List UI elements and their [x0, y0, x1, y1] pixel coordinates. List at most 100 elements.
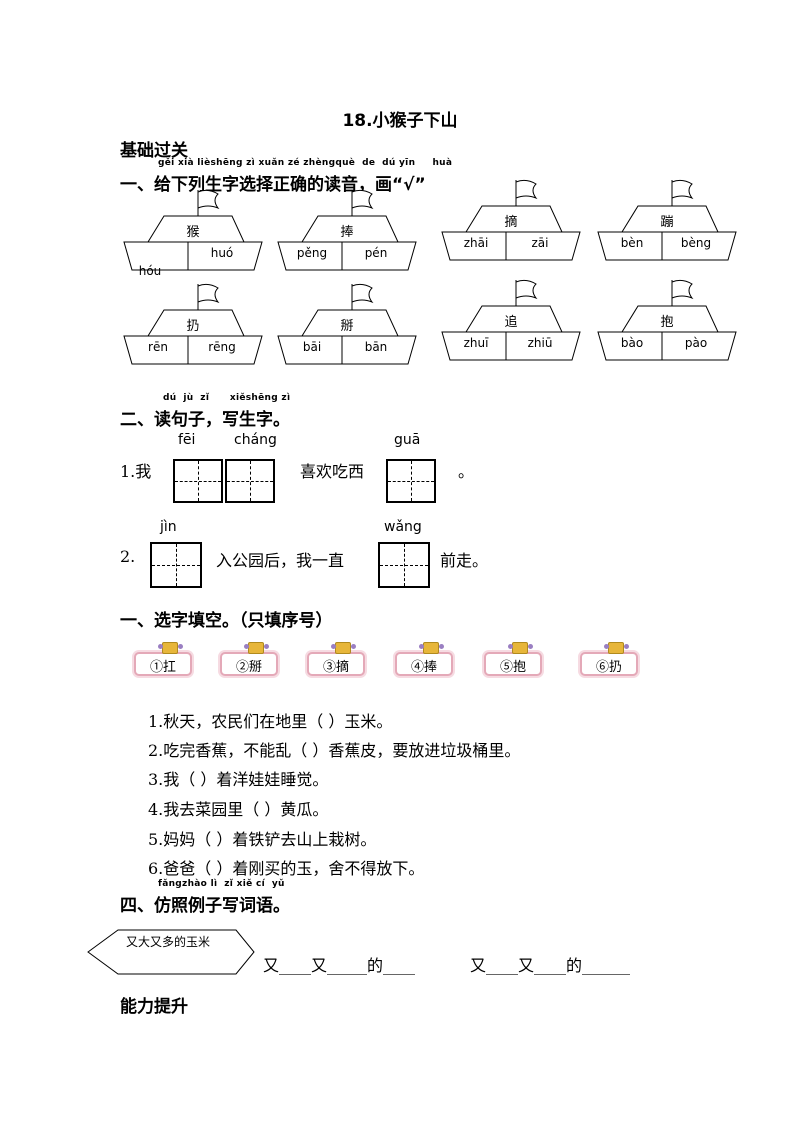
q4-pinyin: fǎngzhào lì zǐ xiě cí yǔ — [158, 879, 285, 889]
pinyin-option-a[interactable]: zhāi — [463, 236, 489, 250]
pinyin-gua: guā — [394, 432, 421, 448]
flag-icon — [123, 189, 263, 271]
q2-heading: 二、读句子，写生字。 — [120, 410, 290, 430]
write-box-wang[interactable] — [378, 542, 430, 588]
ornament-dot — [439, 644, 444, 649]
write-box-chang[interactable] — [225, 459, 275, 503]
boat-char: 蹦 — [660, 215, 674, 230]
flag-icon — [597, 279, 737, 361]
boat-char: 抱 — [660, 315, 674, 330]
ornament-dot — [331, 644, 336, 649]
option-1[interactable]: ①扛 — [134, 642, 194, 676]
pinyin-option-b[interactable]: bèng — [680, 236, 712, 250]
option-6[interactable]: ⑥扔 — [580, 642, 640, 676]
section-ability: 能力提升 — [120, 997, 188, 1017]
pinyin-option-b[interactable]: pào — [684, 336, 708, 350]
pinyin-option-b[interactable]: rēng — [208, 340, 236, 354]
pinyin-option-a[interactable]: bèn — [620, 236, 644, 250]
ornament-dot — [419, 644, 424, 649]
ornament-dot — [264, 644, 269, 649]
boat-8: 抱 bào pào — [596, 278, 738, 390]
example-hexagon: 又大又多的玉米 — [86, 928, 256, 976]
pinyin-chang: cháng — [234, 432, 277, 448]
boat-4: 蹦 bèn bèng — [596, 178, 738, 290]
pinyin-option-b[interactable]: zhiū — [527, 336, 553, 350]
ornament-dot — [351, 644, 356, 649]
option-5[interactable]: ⑤抱 — [484, 642, 544, 676]
boat-char: 捧 — [340, 225, 354, 240]
pinyin-option-a[interactable]: zhuī — [463, 336, 489, 350]
sentence1-middle: 喜欢吃西 — [300, 462, 365, 481]
boat-char: 猴 — [186, 225, 200, 240]
crown-icon — [335, 642, 351, 654]
pinyin-option-b[interactable]: zāi — [531, 236, 549, 250]
sentence2-number: 2. — [120, 547, 136, 566]
ornament-dot — [178, 644, 183, 649]
ornament-dot — [624, 644, 629, 649]
flag-icon — [441, 179, 581, 261]
pinyin-option-a[interactable]: bāi — [302, 340, 322, 354]
option-4[interactable]: ④捧 — [395, 642, 455, 676]
ornament-dot — [508, 644, 513, 649]
pinyin-option-a[interactable]: bào — [620, 336, 644, 350]
flag-icon — [597, 179, 737, 261]
flag-icon — [277, 189, 417, 271]
write-box-gua[interactable] — [386, 459, 436, 503]
pinyin-option-b[interactable]: huó — [210, 246, 234, 260]
boat-2: 捧 pěng pén — [276, 188, 418, 300]
pinyin-option-b[interactable]: bān — [364, 340, 388, 354]
fill-item-6: 6.爸爸（ ）着刚买的玉，舍不得放下。 — [148, 859, 425, 878]
pinyin-option-a[interactable]: hóu — [138, 264, 162, 278]
sentence1-number: 1.我 — [120, 462, 152, 481]
ornament-dot — [528, 644, 533, 649]
pinyin-option-a[interactable]: rēn — [148, 340, 168, 354]
boat-3: 摘 zhāi zāi — [440, 178, 582, 290]
fill-item-3: 3.我（ ）着洋娃娃睡觉。 — [148, 770, 329, 789]
crown-icon — [423, 642, 439, 654]
pinyin-jin: jìn — [160, 519, 177, 535]
fill-item-2: 2.吃完香蕉，不能乱（ ）香蕉皮，要放进垃圾桶里。 — [148, 741, 521, 760]
boat-6: 掰 bāi bān — [276, 282, 418, 394]
ornament-dot — [604, 644, 609, 649]
pinyin-option-b[interactable]: pén — [364, 246, 388, 260]
sentence2-middle: 入公园后，我一直 — [216, 551, 345, 570]
boat-char: 掰 — [340, 319, 354, 334]
pinyin-option-a[interactable]: pěng — [296, 246, 328, 260]
sentence2-end: 前走。 — [440, 551, 489, 570]
example-word: 又大又多的玉米 — [126, 935, 211, 949]
boat-7: 追 zhuī zhiū — [440, 278, 582, 390]
q4-heading: 四、仿照例子写词语。 — [120, 896, 290, 916]
boat-5: 扔 rēn rēng — [122, 282, 264, 394]
sentence1-end: 。 — [458, 462, 475, 481]
flag-icon — [441, 279, 581, 361]
crown-icon — [248, 642, 264, 654]
blank-pattern-1[interactable]: 又____又_____的____ — [263, 956, 416, 975]
option-2[interactable]: ②掰 — [220, 642, 280, 676]
fill-item-1: 1.秋天，农民们在地里（ ）玉米。 — [148, 712, 393, 731]
ornament-dot — [244, 644, 249, 649]
fill-item-5: 5.妈妈（ ）着铁铲去山上栽树。 — [148, 830, 377, 849]
write-box-fei[interactable] — [173, 459, 223, 503]
ornament-dot — [158, 644, 163, 649]
boat-char: 追 — [504, 315, 518, 330]
flag-icon — [277, 283, 417, 365]
q1-heading: 一、给下列生字选择正确的读音，画“√” — [120, 175, 426, 195]
page-title: 18.小猴子下山 — [342, 111, 458, 131]
fill-item-4: 4.我去菜园里（ ）黄瓜。 — [148, 800, 329, 819]
boat-1: 猴 hóu huó — [122, 188, 264, 300]
pinyin-fei: fēi — [178, 432, 196, 448]
pinyin-wang: wǎng — [384, 519, 422, 535]
q3-heading: 一、选字填空。（只填序号） — [120, 611, 333, 631]
write-box-jin[interactable] — [150, 542, 202, 588]
crown-icon — [512, 642, 528, 654]
crown-icon — [162, 642, 178, 654]
crown-icon — [608, 642, 624, 654]
blank-pattern-2[interactable]: 又____又____的______ — [470, 956, 631, 975]
q2-pinyin: dú jù zǐ xiěshēng zì — [163, 393, 291, 403]
section-basic: 基础过关 — [120, 141, 188, 161]
boat-char: 摘 — [504, 215, 518, 230]
q1-pinyin: gěi xià lièshēng zì xuǎn zé zhèngquè de … — [158, 158, 453, 168]
option-3[interactable]: ③摘 — [307, 642, 367, 676]
boat-char: 扔 — [186, 319, 200, 334]
flag-icon — [123, 283, 263, 365]
